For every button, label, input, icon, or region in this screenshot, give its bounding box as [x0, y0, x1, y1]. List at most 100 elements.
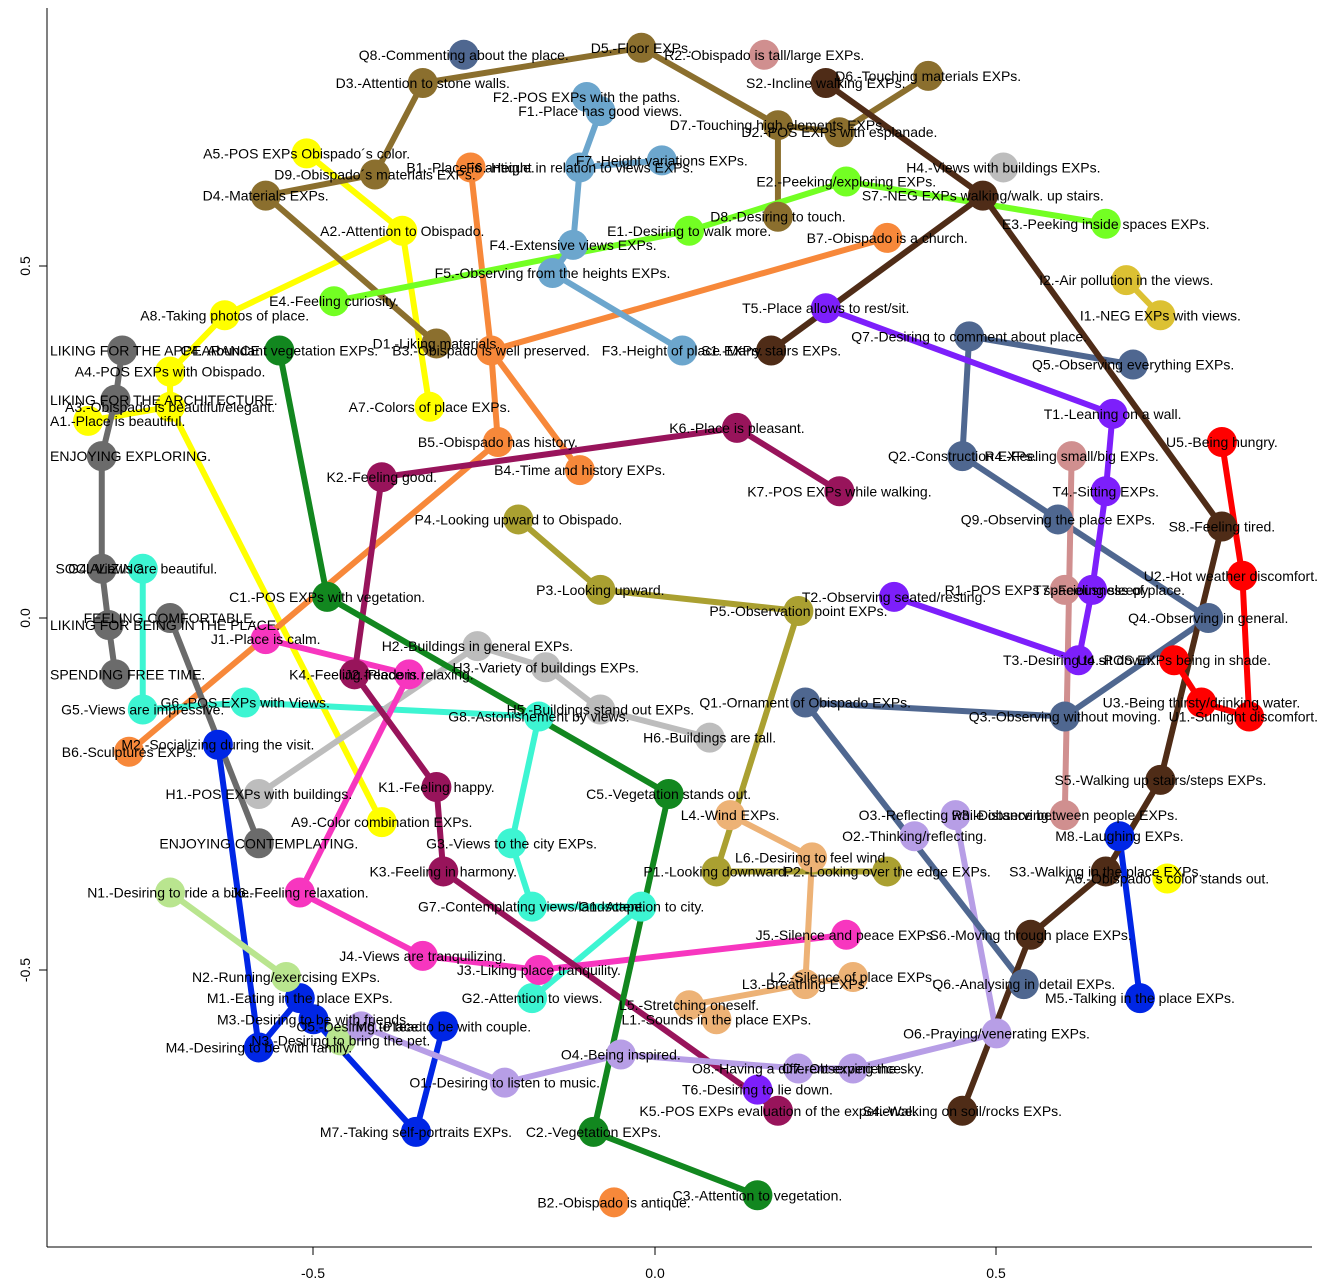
- network-node: [243, 779, 274, 809]
- node-label: Q6.-Analysing in detail EXPs.: [932, 976, 1115, 992]
- network-node: [715, 800, 746, 831]
- node-label: K6.-Place is pleasant.: [669, 420, 804, 436]
- network-edge: [1239, 572, 1253, 720]
- axes: -0.5 0.0 0.5 0.5 0.0 -0.5: [17, 8, 1312, 1281]
- network-node: [797, 842, 828, 873]
- node-label: K7.-POS EXPs while walking.: [747, 483, 931, 499]
- nodes-layer: [73, 32, 1265, 1218]
- node-label: C4.-Abundant vegetation EXPs.: [181, 342, 379, 358]
- network-edge: [324, 593, 672, 797]
- network-node: [264, 335, 295, 366]
- network-edge: [836, 72, 932, 136]
- network-node: [742, 1074, 773, 1105]
- node-label: A6.-Obispado´s color stands out.: [1065, 870, 1269, 886]
- node-label: M6.-Place to be with couple.: [355, 1018, 531, 1034]
- node-label: O1.-Desiring to listen to music.: [409, 1075, 600, 1091]
- node-label: U1.-Sunlight discomfort.: [1169, 709, 1318, 725]
- x-tick-label: 0.5: [986, 1265, 1006, 1281]
- node-label: C5.-Vegetation stands out.: [586, 786, 751, 802]
- network-node: [721, 412, 752, 443]
- node-label: H5.-Buildings stand out EXPs.: [507, 702, 695, 718]
- network-edge: [979, 192, 1225, 530]
- network-edge: [276, 347, 331, 600]
- network-node: [202, 729, 233, 760]
- node-label: J5.-Silence and peace EXPs.: [756, 927, 937, 943]
- node-label: T3.-Desiring to sit down.: [1003, 652, 1154, 668]
- network-node: [824, 476, 855, 507]
- node-label: T5.-Place allows to rest/sit.: [742, 300, 909, 316]
- network-edge: [822, 79, 986, 199]
- node-label: U5.-Being hungry.: [1166, 434, 1278, 450]
- network-node: [298, 1004, 329, 1035]
- network-node: [243, 828, 274, 859]
- node-label: D8.-Desiring to touch.: [710, 209, 845, 225]
- node-label: J4.-Views are tranquilizing.: [339, 948, 506, 964]
- node-label: O7.-Observing the sky.: [782, 1061, 924, 1077]
- node-label: K3.-Feeling in harmony.: [369, 863, 517, 879]
- network-edge: [167, 403, 385, 826]
- node-label: D7.-Touching high elements EXPs.: [670, 117, 886, 133]
- network-edge: [959, 333, 973, 460]
- network-edge: [590, 791, 672, 1135]
- node-label: G8.-Astonishement by views.: [448, 709, 629, 725]
- network-node: [127, 694, 158, 725]
- network-node: [762, 201, 793, 232]
- node-label: J2.-Place is relaxing.: [345, 666, 474, 682]
- node-label: D1.-Liking materials.: [373, 335, 501, 351]
- node-label: D9.-Obispado´s materials EXPs.: [274, 166, 476, 182]
- network-node: [394, 659, 425, 690]
- network-node: [701, 856, 732, 887]
- network-edge: [139, 699, 249, 713]
- node-label: T2.-Observing seated/resting.: [802, 589, 986, 605]
- node-label: B5.-Obispado has history.: [418, 434, 578, 450]
- node-label: O6.-Praying/venerating EXPs.: [903, 1025, 1090, 1041]
- node-label: J1.-Place is calm.: [211, 631, 321, 647]
- network-edge: [768, 192, 986, 354]
- network-node: [250, 180, 281, 211]
- network-node: [366, 462, 397, 493]
- network-node: [366, 807, 397, 838]
- network-edge: [488, 234, 891, 354]
- network-node: [564, 152, 595, 183]
- node-label: S5.-Walking up stairs/steps EXPs.: [1054, 772, 1266, 788]
- node-label: F4.-Extensive views EXPs.: [489, 237, 656, 253]
- node-label: O3.-Reflecting while observing.: [859, 807, 1053, 823]
- node-label: LIKING FOR THE APPEARANCE: [50, 342, 260, 358]
- network-node: [790, 969, 821, 1000]
- network-node: [1159, 645, 1190, 676]
- network-edge: [214, 741, 262, 1051]
- network-node: [100, 384, 131, 415]
- network-node: [250, 624, 281, 655]
- node-label: L3.-Breathing EXPs.: [742, 976, 869, 992]
- network-node: [1056, 441, 1087, 472]
- y-tick-label: -0.5: [17, 958, 33, 982]
- network-node: [462, 631, 493, 662]
- network-edge: [1089, 488, 1109, 593]
- node-label: P1.-Looking downward.: [643, 863, 789, 879]
- node-label: S4.-Walking on soil/rocks EXPs.: [863, 1103, 1062, 1119]
- network-node: [742, 1180, 773, 1211]
- network-node: [346, 1011, 377, 1042]
- node-label: P5.-Observation point EXPs.: [709, 603, 887, 619]
- network-edge: [419, 44, 645, 86]
- node-label: K4.-Feeling freedom.: [289, 666, 420, 682]
- network-edge: [399, 227, 433, 410]
- node-label: G1.-Attention to city.: [578, 899, 704, 915]
- node-label: B1.-Place is antique.: [406, 159, 534, 175]
- node-label: N2.-Running/exercising EXPs.: [192, 969, 380, 985]
- node-label: A9.-Color combination EXPs.: [291, 814, 472, 830]
- network-edge: [802, 854, 816, 988]
- network-node: [831, 919, 862, 950]
- network-node: [1111, 265, 1142, 296]
- node-label: M1.-Eating in the place EXPs.: [207, 990, 393, 1006]
- node-label: E3.-Peeking inside spaces EXPs.: [1002, 216, 1210, 232]
- node-label: P4.-Looking upward to Obispado.: [414, 511, 622, 527]
- node-label: M8.-Laughing EXPs.: [1055, 828, 1183, 844]
- network-node: [530, 652, 561, 683]
- node-label: Q4.-Observing in general.: [1128, 610, 1288, 626]
- network-node: [114, 736, 145, 767]
- node-label: N1.-Desiring to ride a bike.: [87, 885, 253, 901]
- network-node: [1206, 427, 1237, 457]
- network-edge: [597, 706, 713, 741]
- network-edge: [1027, 868, 1109, 938]
